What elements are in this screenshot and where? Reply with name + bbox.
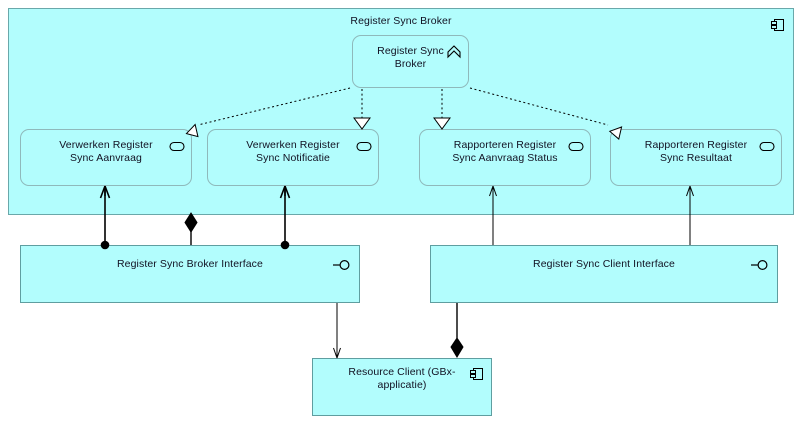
composition-container-to-broker-interface [184, 212, 198, 245]
realization-broker-to-function-1 [353, 89, 371, 130]
composition-resource-client-to-client-interface [450, 303, 464, 358]
usage-client-interface-to-function-2 [489, 185, 497, 245]
node-register-sync-client-interface[interactable]: Register Sync Client Interface [430, 245, 778, 303]
realization-broker-to-function-0 [185, 87, 351, 138]
dependency-broker-interface-to-resource-client [333, 303, 341, 359]
realization-broker-to-function-2 [433, 89, 451, 130]
usage-broker-interface-to-function-1 [279, 185, 291, 250]
realization-broker-to-function-3 [469, 87, 623, 140]
usage-client-interface-to-function-3 [686, 185, 694, 245]
usage-broker-interface-to-function-0 [99, 185, 111, 250]
